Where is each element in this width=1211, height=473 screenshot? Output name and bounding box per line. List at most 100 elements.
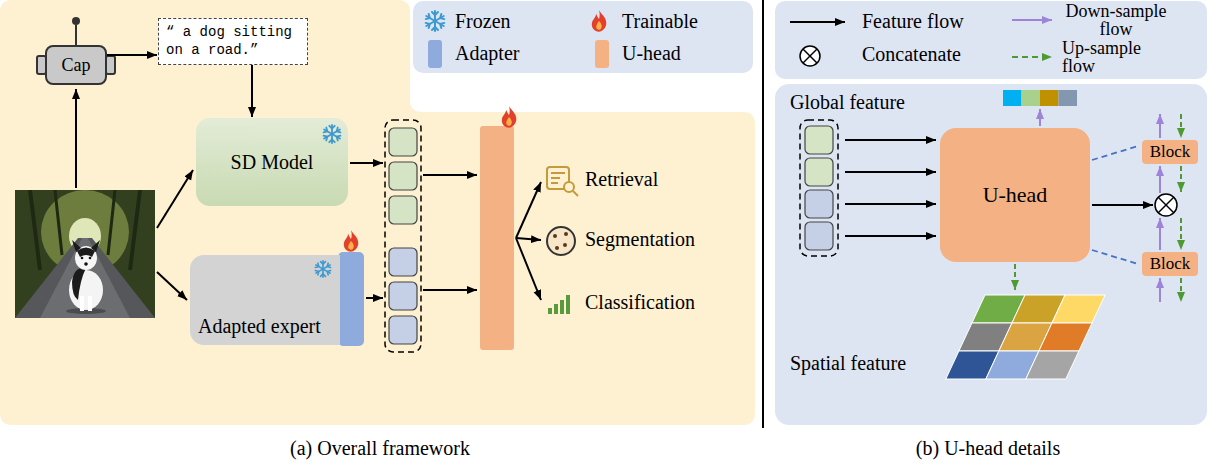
retrieval-icon	[551, 182, 558, 184]
photo-illustration	[77, 248, 95, 258]
classification-icon	[566, 295, 570, 314]
adapter-strip	[338, 252, 364, 346]
classification-icon	[554, 304, 558, 314]
feature-stack	[389, 196, 417, 224]
photo-illustration	[84, 262, 88, 266]
flow-arrow	[845, 171, 936, 173]
legend-text: Feature flow	[862, 10, 964, 33]
photo-illustration	[15, 190, 155, 318]
legend-swatches	[428, 40, 609, 68]
flame-icon	[344, 230, 359, 252]
legend-text: Up-sample flow	[1062, 39, 1170, 75]
legend-text: Trainable	[622, 10, 698, 33]
task-label: Segmentation	[585, 228, 695, 251]
photo-illustration	[40, 238, 130, 318]
legend-icon	[426, 11, 445, 31]
node-text: “ a dog sitting on a road.”	[166, 24, 300, 59]
block-box: Block	[1142, 140, 1198, 164]
legend-text: Frozen	[455, 10, 511, 33]
flow-arrow	[516, 182, 541, 238]
frozen-icon	[315, 261, 330, 277]
up-sample-arrow	[1180, 278, 1182, 302]
frozen-icon	[322, 124, 342, 144]
flow-arrow	[423, 289, 477, 291]
concat-symbol	[800, 46, 820, 66]
down-sample-arrow	[1039, 109, 1041, 126]
down-sample-arrow	[1159, 278, 1161, 302]
legend-panel	[775, 1, 1207, 79]
legend-sample	[1012, 56, 1052, 58]
flow-arrow	[516, 238, 541, 300]
up-sample-arrow	[1180, 218, 1182, 250]
node-text: Cap	[62, 54, 91, 77]
flow-arrow	[423, 174, 477, 176]
photo-illustration	[15, 190, 155, 318]
frozen-icon	[324, 125, 341, 143]
classification-icon	[548, 295, 570, 314]
global-feature-bar	[1003, 90, 1022, 106]
node-text: SD Model	[231, 150, 314, 175]
flow-arrow	[1092, 204, 1153, 206]
zoom-leader	[1092, 146, 1138, 264]
legend-sample	[790, 21, 845, 23]
feature-stack	[389, 248, 417, 276]
feature-stack	[389, 128, 417, 156]
captioner-robot	[106, 56, 115, 74]
retrieval-icon	[564, 182, 574, 192]
photo-illustration	[41, 190, 129, 274]
up-sample-arrow	[1014, 264, 1016, 290]
photo-illustration	[88, 296, 92, 311]
segmentation-icon	[547, 227, 575, 255]
up-sample-arrow	[1180, 166, 1182, 192]
concat-symbol	[803, 49, 817, 63]
global-feature-bar	[1040, 90, 1059, 106]
feature-stack	[389, 282, 417, 310]
segmentation-icon	[555, 246, 559, 250]
flow-arrow	[75, 89, 77, 188]
zoom-leader	[1092, 250, 1138, 264]
concat-symbol	[803, 49, 817, 63]
photo-illustration	[15, 190, 155, 318]
flow-arrow	[157, 170, 193, 228]
global-feature-bar	[1059, 90, 1078, 106]
photo-illustration	[108, 190, 115, 255]
captioner-box: Cap	[45, 45, 107, 85]
photo-illustration	[30, 190, 40, 270]
detail-panel	[775, 84, 1207, 425]
retrieval-icon	[573, 191, 578, 196]
down-sample-arrow	[1159, 218, 1161, 250]
photo-illustration	[130, 190, 140, 270]
down-sample-arrow	[1159, 166, 1161, 193]
photo-illustration	[80, 296, 84, 311]
global-feature-bar	[1022, 90, 1041, 106]
legend-swatch	[428, 40, 442, 68]
sd-model-box: SD Model	[196, 118, 348, 206]
retrieval-icon	[551, 177, 560, 179]
frozen-icon	[314, 260, 332, 278]
segmentation-icon	[547, 227, 575, 255]
node-text: Adapted expert	[198, 314, 321, 339]
feature-label: Global feature	[790, 91, 905, 114]
spatial-feature-grid	[1039, 323, 1092, 351]
flow-arrow	[366, 297, 383, 299]
zoom-leader	[1092, 146, 1138, 160]
legend-icon	[426, 10, 607, 32]
legend-text: Concatenate	[862, 43, 961, 66]
photo-illustration	[15, 238, 155, 318]
feature-stack	[805, 190, 833, 218]
legend-icon	[592, 10, 607, 32]
legend-panel	[413, 1, 753, 73]
concat-symbol	[1155, 194, 1177, 216]
concat-symbol	[1155, 194, 1177, 216]
feature-stack	[800, 120, 838, 256]
feature-stack	[389, 162, 417, 190]
up-sample-arrow	[1180, 114, 1182, 138]
flow-arrow	[157, 272, 187, 300]
task-label: Classification	[585, 291, 695, 314]
task-label: Retrieval	[585, 168, 658, 191]
feature-stack	[385, 120, 421, 352]
flow-arrow	[845, 203, 936, 205]
segmentation-icon	[564, 232, 568, 236]
node-text: Block	[1150, 141, 1191, 162]
legend-text: U-head	[622, 42, 681, 65]
